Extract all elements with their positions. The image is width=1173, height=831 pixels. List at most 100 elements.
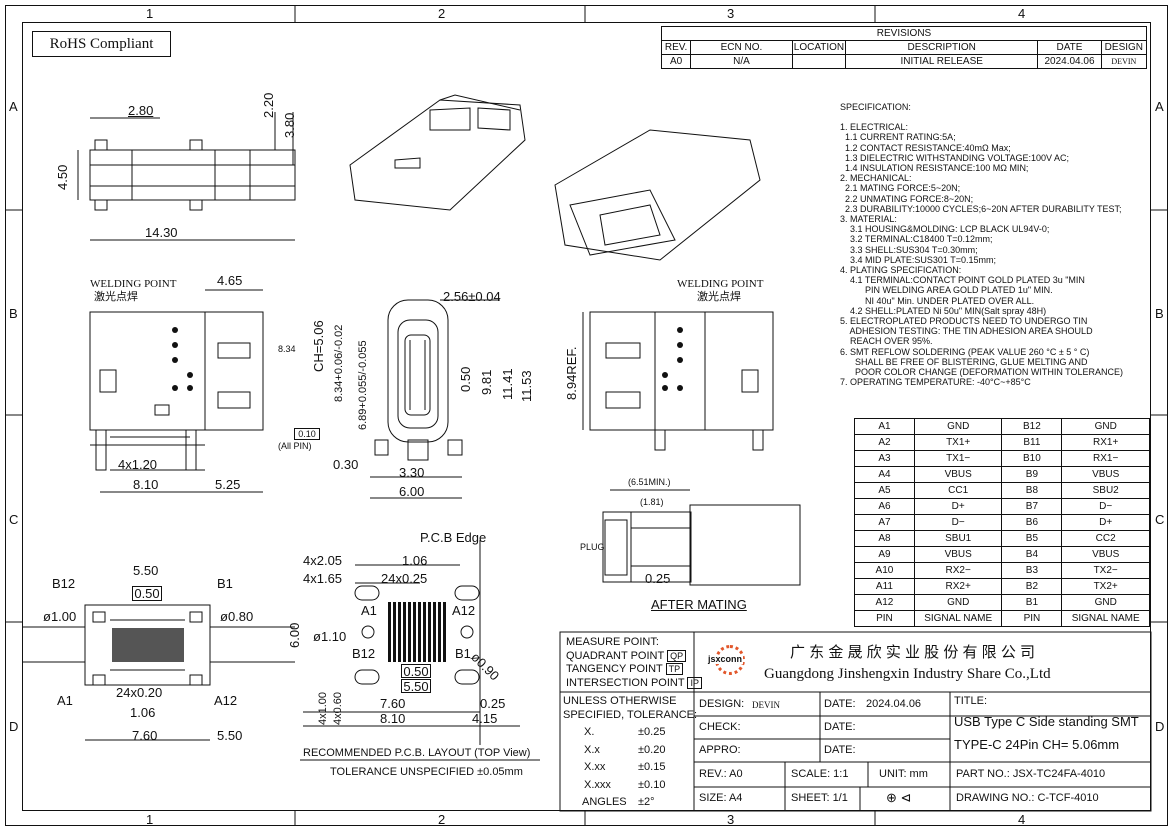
- pin-footer: PIN: [1001, 610, 1063, 627]
- measure-points: MEASURE POINT: QUADRANT POINT QP TANGENC…: [566, 636, 702, 690]
- pin-id: B8: [1001, 482, 1063, 499]
- dim-label: 0.30: [333, 457, 359, 472]
- design-value: DEVIN: [752, 700, 780, 710]
- pin-id: A7: [854, 514, 915, 531]
- date-label: DATE:: [824, 744, 856, 756]
- signal-name: GND: [1061, 418, 1150, 435]
- col-label: 2: [438, 6, 446, 21]
- dim-label: B1: [217, 576, 233, 591]
- dim-label: 6.00: [399, 484, 425, 499]
- date-label: DATE:: [824, 721, 856, 733]
- signal-name: TX2+: [1061, 578, 1150, 595]
- row-label: B: [1155, 306, 1164, 321]
- pin-id: B5: [1001, 530, 1063, 547]
- drawing-no: DRAWING NO.: C-TCF-4010: [956, 792, 1099, 804]
- col-label: 4: [1018, 812, 1026, 827]
- spec-line: 4. PLATING SPECIFICATION:: [840, 265, 962, 276]
- rev-cell: A0: [660, 54, 692, 69]
- row-label: B: [9, 306, 18, 321]
- pcb-caption-title: RECOMMENDED P.C.B. LAYOUT (TOP View): [303, 747, 531, 759]
- signal-name: SBU1: [913, 530, 1003, 547]
- measure-line: INTERSECTION POINT IP: [566, 676, 702, 691]
- signal-name: GND: [1061, 594, 1150, 611]
- pin-footer: SIGNAL NAME: [1061, 610, 1150, 627]
- rev-header: LOCATION: [791, 40, 847, 55]
- dim-label: 0.50: [132, 586, 162, 601]
- pin-id: A9: [854, 546, 915, 563]
- tolerance-key: X.: [584, 726, 595, 738]
- measure-line: TANGENCY POINT TP: [566, 663, 702, 677]
- dim-label: 5.25: [215, 477, 241, 492]
- dim-label: 11.41: [500, 368, 515, 400]
- rev-value: REV.: A0: [699, 768, 743, 780]
- ip-badge: IP: [687, 676, 702, 689]
- tolerance-value: ±0.20: [638, 743, 666, 756]
- dim-label: 8.34+0.06/-0.02: [333, 324, 345, 402]
- pin-id: B9: [1001, 466, 1063, 483]
- dim-label: A1: [361, 603, 377, 618]
- dim-label: 0.25: [645, 571, 671, 586]
- pin-id: A5: [854, 482, 915, 499]
- row-label: D: [1155, 719, 1165, 734]
- dim-label: 24x0.25: [381, 571, 428, 586]
- tp-badge: TP: [665, 663, 684, 675]
- signal-name: RX1−: [1061, 450, 1150, 467]
- spec-line: 5. ELECTROPLATED PRODUCTS NEED TO UNDERG…: [840, 316, 1088, 327]
- date-label: DATE:: [824, 698, 856, 710]
- welding-point-label: WELDING POINT: [90, 278, 177, 290]
- signal-name: CC2: [1061, 530, 1150, 547]
- dim-label: 2.80: [128, 103, 154, 118]
- logo-text: jsxconn: [707, 654, 744, 664]
- rev-cell: 2024.04.06: [1037, 54, 1102, 69]
- dim-label: 4.50: [55, 164, 70, 190]
- spec-line: 2.2 UNMATING FORCE:8~20N;: [840, 193, 974, 204]
- spec-line: 2. MECHANICAL:: [840, 173, 912, 184]
- dim-label: (6.51MIN.): [628, 477, 671, 487]
- company-en-name: Guangdong Jinshengxin Industry Share Co.…: [764, 666, 1051, 682]
- pin-id: B12: [1001, 418, 1063, 435]
- dim-label: CH=5.06: [311, 320, 326, 372]
- row-label: C: [1155, 512, 1165, 527]
- pin-id: B1: [1001, 594, 1063, 611]
- signal-name: VBUS: [913, 466, 1003, 483]
- dim-label: 14.30: [145, 225, 178, 240]
- welding-point-label: WELDING POINT: [677, 278, 764, 290]
- spec-line: PIN WELDING AREA GOLD PLATED 1u" MIN.: [840, 285, 1053, 296]
- spec-line: 1.3 DIELECTRIC WITHSTANDING VOLTAGE:100V…: [840, 152, 1070, 163]
- design-label: DESIGN:: [699, 698, 745, 710]
- dim-label: PLUG: [580, 542, 605, 552]
- dim-label: 8.94REF.: [564, 346, 579, 400]
- spec-line: 2.1 MATING FORCE:5~20N;: [840, 183, 961, 194]
- spec-line: 3.3 SHELL:SUS304 T=0.30mm;: [840, 244, 978, 255]
- pin-id: A10: [854, 562, 915, 579]
- dim-label: B12: [52, 576, 76, 591]
- signal-name: SBU2: [1061, 482, 1150, 499]
- spec-line: 4.2 SHELL:PLATED Ni 50u" MIN(Salt spray …: [840, 305, 1047, 316]
- row-label: D: [9, 719, 19, 734]
- spec-line: 4.1 TERMINAL:CONTACT POINT GOLD PLATED 3…: [840, 275, 1085, 286]
- rev-cell: DEVIN: [1100, 54, 1148, 69]
- spec-line: SHALL BE FREE OF BLISTERING, GLUE MELTIN…: [840, 356, 1088, 367]
- tolerance-key: ANGLES: [582, 796, 627, 808]
- dim-label: A12: [452, 603, 476, 618]
- company-logo: jsxconn: [707, 645, 753, 679]
- title-line-2: TYPE-C 24Pin CH= 5.06mm: [954, 737, 1120, 752]
- spec-line: 2.3 DURABILITY:10000 CYCLES;6~20N AFTER …: [840, 203, 1122, 214]
- col-label: 4: [1018, 6, 1026, 21]
- part-no: PART NO.: JSX-TC24FA-4010: [956, 768, 1106, 780]
- signal-name: CC1: [913, 482, 1003, 499]
- signal-name: TX1+: [913, 434, 1003, 451]
- tolerance-title: SPECIFIED, TOLERANCE:: [563, 709, 698, 721]
- pin-id: B2: [1001, 578, 1063, 595]
- dim-label: ø0.80: [220, 609, 254, 624]
- pin-id: A2: [854, 434, 915, 451]
- dim-label: 5.50: [217, 728, 243, 743]
